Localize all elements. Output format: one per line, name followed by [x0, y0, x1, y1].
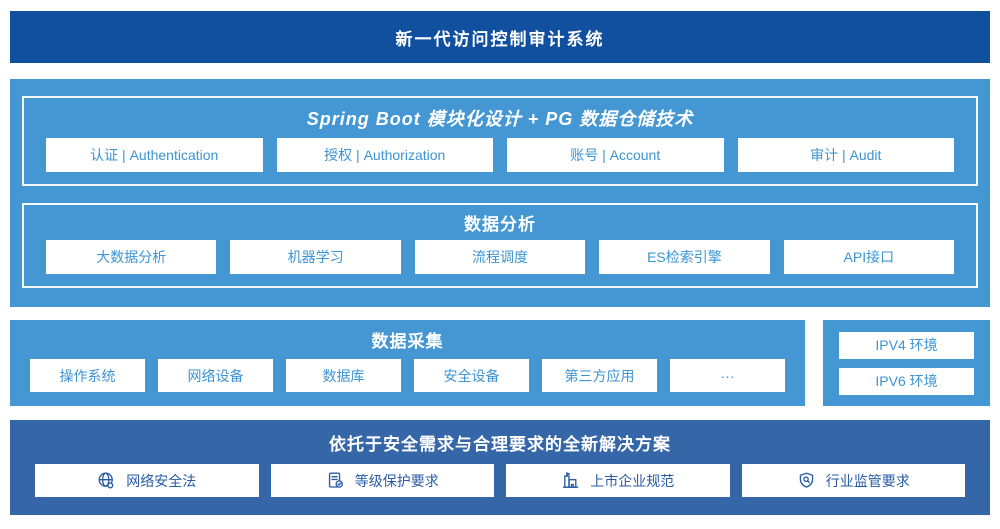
analysis-item: ES检索引擎 — [599, 240, 770, 274]
shield-search-icon — [797, 471, 816, 490]
solution-section: 依托于安全需求与合理要求的全新解决方案 网络安全法 — [10, 420, 990, 515]
analysis-title: 数据分析 — [464, 215, 536, 234]
solution-row: 网络安全法 等级保护要求 — [10, 464, 990, 497]
collection-item: 网络设备 — [158, 359, 273, 392]
module-item: 审计 | Audit — [737, 138, 954, 172]
module-item: 认证 | Authentication — [46, 138, 263, 172]
collection-row: 操作系统 网络设备 数据库 安全设备 第三方应用 ··· — [10, 359, 805, 392]
solution-item-cybersecurity-law: 网络安全法 — [35, 464, 259, 497]
collection-title: 数据采集 — [371, 332, 444, 351]
analysis-item: API接口 — [783, 240, 955, 274]
ipv6-environment: IPV6 环境 — [839, 367, 974, 395]
ipv4-environment: IPV4 环境 — [839, 331, 974, 359]
modules-row: 认证 | Authentication 授权 | Authorization 账… — [24, 138, 976, 172]
solution-item-label: 上市企业规范 — [590, 472, 675, 489]
analysis-item: 机器学习 — [230, 240, 401, 274]
modules-box: Spring Boot 模块化设计 + PG 数据仓储技术 认证 | Authe… — [22, 96, 978, 186]
environment-panel: IPV4 环境 IPV6 环境 — [823, 320, 990, 406]
collection-section: 数据采集 操作系统 网络设备 数据库 安全设备 第三方应用 ··· — [10, 320, 805, 406]
page-title: 新一代访问控制审计系统 — [10, 11, 990, 63]
globe-network-icon — [97, 471, 116, 490]
collection-item: 操作系统 — [30, 359, 145, 392]
solution-item-listed-company: 上市企业规范 — [506, 464, 730, 497]
modules-title: Spring Boot 模块化设计 + PG 数据仓储技术 — [306, 109, 694, 129]
collection-item: 第三方应用 — [542, 359, 657, 392]
module-item: 账号 | Account — [507, 138, 724, 172]
solution-item-level-protection: 等级保护要求 — [270, 464, 494, 497]
analysis-box: 数据分析 大数据分析 机器学习 流程调度 ES检索引擎 API接口 — [22, 203, 978, 288]
analysis-row: 大数据分析 机器学习 流程调度 ES检索引擎 API接口 — [24, 240, 976, 274]
document-check-icon — [326, 471, 345, 490]
solution-item-industry-regulation: 行业监管要求 — [741, 464, 965, 497]
platform-section: Spring Boot 模块化设计 + PG 数据仓储技术 认证 | Authe… — [10, 79, 990, 307]
building-icon — [561, 471, 580, 490]
solution-title: 依托于安全需求与合理要求的全新解决方案 — [329, 434, 671, 454]
analysis-item: 流程调度 — [414, 240, 586, 274]
solution-item-label: 等级保护要求 — [354, 472, 439, 489]
module-item: 授权 | Authorization — [276, 138, 493, 172]
solution-item-label: 行业监管要求 — [825, 472, 910, 489]
collection-item: 数据库 — [286, 359, 401, 392]
analysis-item: 大数据分析 — [46, 240, 217, 274]
collection-item-ellipsis: ··· — [670, 359, 785, 392]
collection-item: 安全设备 — [414, 359, 529, 392]
solution-item-label: 网络安全法 — [126, 472, 197, 489]
